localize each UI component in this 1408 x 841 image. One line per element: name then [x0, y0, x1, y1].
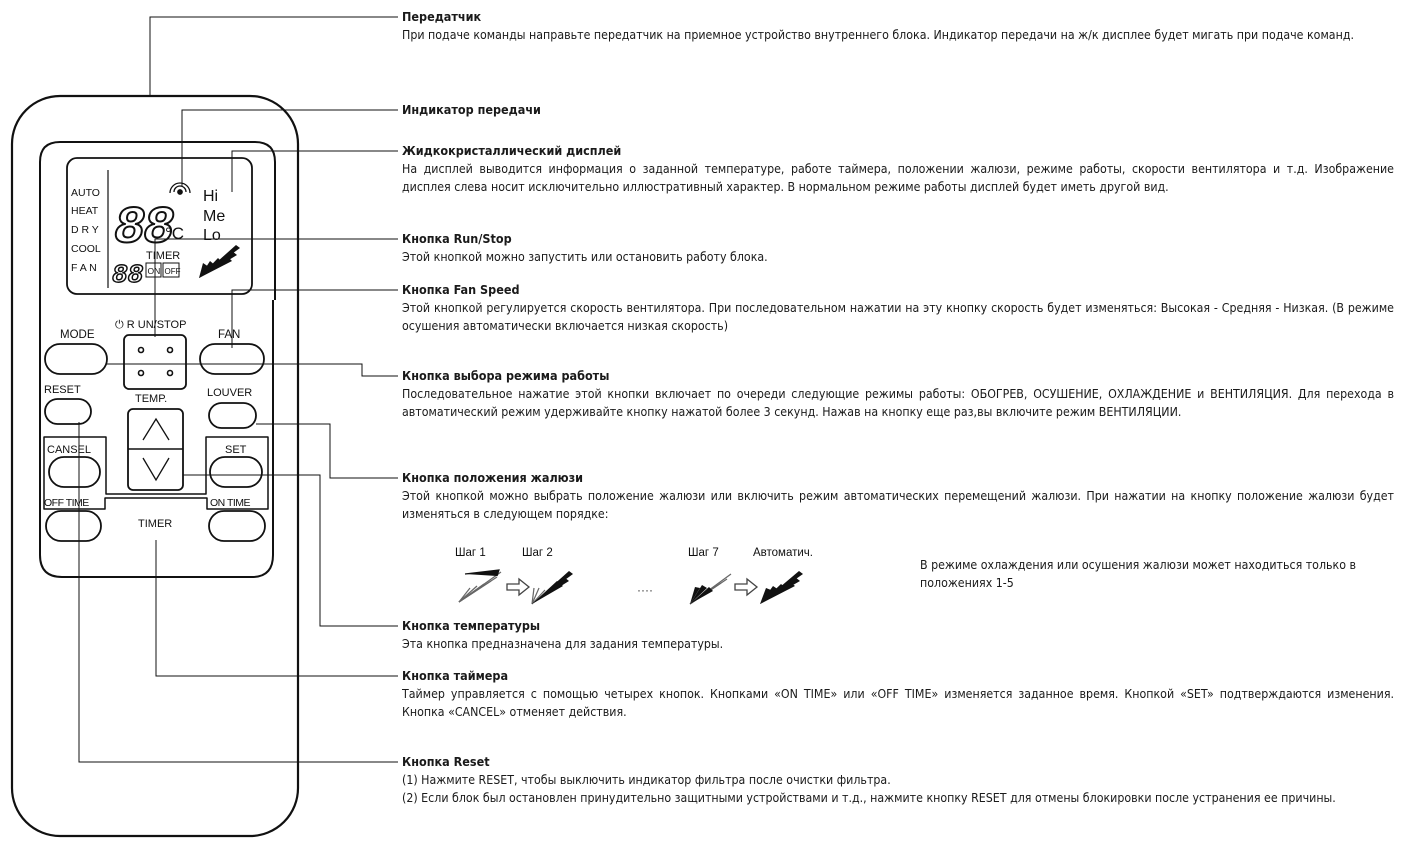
run-stop-dots-icon	[137, 346, 174, 377]
lcd-text: На дисплей выводится информация о заданн…	[402, 162, 1394, 194]
louver-button[interactable]	[208, 402, 257, 429]
temp-up-icon[interactable]	[142, 417, 170, 441]
run-stop-button[interactable]	[123, 334, 187, 390]
louver-restriction-note: В режиме охлаждения или осушения жалюзи …	[920, 558, 1357, 590]
fan-label: FAN	[218, 329, 240, 341]
lcd-mode-fan: F A N	[71, 262, 97, 274]
cansel-button[interactable]	[48, 456, 101, 488]
annotation-lcd: Жидкокристаллический дисплей На дисплей …	[402, 142, 1394, 196]
mode-button[interactable]	[44, 343, 108, 375]
leader-run-stop	[154, 238, 398, 337]
mode-label: MODE	[60, 329, 95, 341]
run-stop-text: Этой кнопкой можно запустить или останов…	[402, 250, 768, 264]
annotation-reset: Кнопка Reset (1) Нажмите RESET, чтобы вы…	[402, 753, 1394, 807]
run-stop-title: Кнопка Run/Stop	[402, 231, 512, 246]
leader-temp	[183, 474, 398, 627]
annotation-run-stop: Кнопка Run/Stop Этой кнопкой можно запус…	[402, 230, 1394, 266]
louver-text: Этой кнопкой можно выбрать положение жал…	[402, 489, 1394, 521]
off-time-label: OFF TIME	[44, 497, 89, 509]
leader-transmitter	[149, 16, 398, 96]
leader-timer	[155, 540, 398, 677]
on-time-button[interactable]	[208, 510, 266, 542]
transmit-indicator-icon	[169, 182, 191, 195]
lcd-timer-digits: 88	[112, 260, 144, 290]
temp-text: Эта кнопка предназначена для задания тем…	[402, 637, 724, 651]
leader-louver	[256, 423, 398, 479]
temp-title: Кнопка температуры	[402, 618, 541, 633]
reset-label: RESET	[44, 384, 81, 396]
on-time-label: ON TIME	[210, 497, 251, 509]
annotation-temp: Кнопка температуры Эта кнопка предназнач…	[402, 617, 1394, 653]
lcd-timer-on: ON	[148, 266, 161, 276]
set-label: SET	[225, 444, 247, 456]
step-7-label: Шаг 7	[688, 547, 719, 559]
arrow-right-icon	[734, 577, 759, 597]
tx-indicator-title: Индикатор передачи	[402, 102, 541, 117]
lcd-fan-lo: Lo	[203, 227, 221, 244]
louver-title: Кнопка положения жалюзи	[402, 470, 584, 485]
lcd-display	[66, 157, 253, 295]
timer-title: Кнопка таймера	[402, 668, 509, 683]
mode-text: Последовательное нажатие этой кнопки вкл…	[402, 387, 1394, 419]
reset-button[interactable]	[44, 398, 92, 425]
leader-reset	[78, 422, 398, 763]
off-time-button[interactable]	[45, 510, 102, 542]
reset-title: Кнопка Reset	[402, 754, 490, 769]
step-2-label: Шаг 2	[522, 547, 553, 559]
annotation-timer: Кнопка таймера Таймер управляется с помо…	[402, 667, 1394, 721]
lcd-mode-auto: AUTO	[71, 187, 100, 199]
louver-steps-illustration: Шаг 1 Шаг 2 Шаг 7 Автоматич. ····	[455, 547, 813, 605]
fan-button[interactable]	[199, 343, 265, 375]
lcd-fan-hi: Hi	[203, 188, 218, 205]
temp-label: TEMP.	[135, 393, 167, 405]
louver-label: LOUVER	[207, 387, 252, 399]
louver-step-7-icon	[689, 573, 732, 605]
lcd-mode-dry: D R Y	[71, 224, 99, 236]
lcd-mode-heat: HEAT	[71, 205, 99, 217]
timer-cluster-frame	[43, 436, 269, 510]
steps-ellipsis: ····	[637, 583, 653, 597]
louver-step-2-icon	[531, 571, 573, 605]
timer-text: Таймер управляется с помощью четырех кно…	[402, 687, 1394, 719]
leader-lcd	[231, 150, 398, 192]
lcd-timer-label: TIMER	[146, 250, 180, 262]
annotation-louver: Кнопка положения жалюзи Этой кнопкой мож…	[402, 469, 1394, 523]
lcd-mode-cool: COOL	[71, 243, 101, 255]
transmitter-text: При подаче команды направьте передатчик …	[402, 28, 1354, 42]
louver-step-1-icon	[458, 569, 502, 603]
timer-label: TIMER	[138, 518, 172, 530]
remote-bottom-panel	[39, 300, 274, 578]
annotation-tx-indicator: Индикатор передачи	[402, 101, 1394, 119]
cansel-label: CANSEL	[47, 444, 91, 456]
leader-tx-indicator	[181, 109, 398, 186]
louver-auto-icon	[760, 571, 803, 604]
lcd-fan-me: Me	[203, 208, 225, 225]
leader-mode	[107, 363, 398, 377]
reset-line-1: (1) Нажмите RESET, чтобы выключить индик…	[402, 773, 891, 787]
lcd-temperature-digits: 88	[114, 199, 174, 258]
remote-body	[10, 94, 300, 838]
fan-speed-title: Кнопка Fan Speed	[402, 282, 520, 297]
run-stop-label: ⏻ R UN/STOP	[115, 319, 186, 331]
annotation-fan-speed: Кнопка Fan Speed Этой кнопкой регулирует…	[402, 281, 1394, 335]
mode-title: Кнопка выбора режима работы	[402, 368, 610, 383]
lcd-timer-off: OFF	[165, 267, 181, 276]
lcd-louver-icon	[199, 245, 240, 278]
step-auto-label: Автоматич.	[753, 547, 813, 559]
temp-down-icon[interactable]	[142, 457, 170, 482]
remote-top-panel	[39, 141, 276, 300]
transmitter-title: Передатчик	[402, 9, 482, 24]
lcd-title: Жидкокристаллический дисплей	[402, 143, 622, 158]
set-button[interactable]	[209, 456, 263, 488]
annotation-mode: Кнопка выбора режима работы Последовател…	[402, 367, 1394, 421]
fan-speed-text: Этой кнопкой регулируется скорость венти…	[402, 301, 1394, 333]
leader-fan	[231, 289, 398, 348]
reset-line-2: (2) Если блок был остановлен принудитель…	[402, 791, 1336, 805]
step-1-label: Шаг 1	[455, 547, 486, 559]
lcd-celsius-unit: °C	[165, 224, 184, 243]
annotation-transmitter: Передатчик При подаче команды направьте …	[402, 8, 1394, 44]
arrow-right-icon	[506, 577, 531, 597]
